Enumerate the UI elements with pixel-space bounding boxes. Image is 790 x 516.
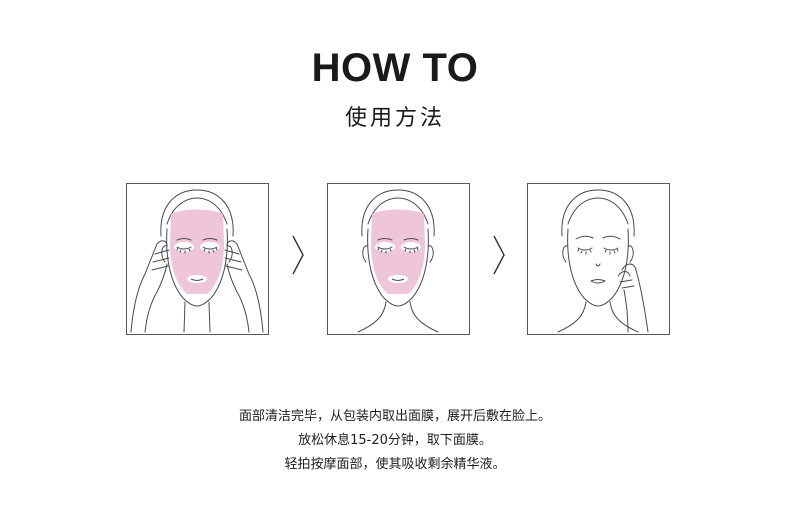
chevron-right-icon [493, 235, 505, 275]
instruction-line-1: 面部清洁完毕，从包装内取出面膜，展开后敷在脸上。 [238, 409, 551, 424]
face-mask-relax-illustration [357, 189, 439, 333]
page-title: HOW TO [311, 46, 479, 90]
instruction-line-3: 轻拍按摩面部，使其吸收剩余精华液。 [284, 457, 506, 472]
step-1-panel [126, 183, 269, 335]
step-2-panel [327, 183, 470, 335]
face-mask-hands-illustration [130, 189, 264, 333]
instructions-text: 面部清洁完毕，从包装内取出面膜，展开后敷在脸上。 放松休息15-20分钟，取下面… [0, 405, 790, 477]
step-3-panel [527, 183, 670, 335]
chevron-right-icon [292, 235, 304, 275]
page-subtitle: 使用方法 [344, 106, 445, 131]
instruction-line-2: 放松休息15-20分钟，取下面膜。 [298, 433, 492, 448]
face-massage-illustration [557, 189, 649, 333]
